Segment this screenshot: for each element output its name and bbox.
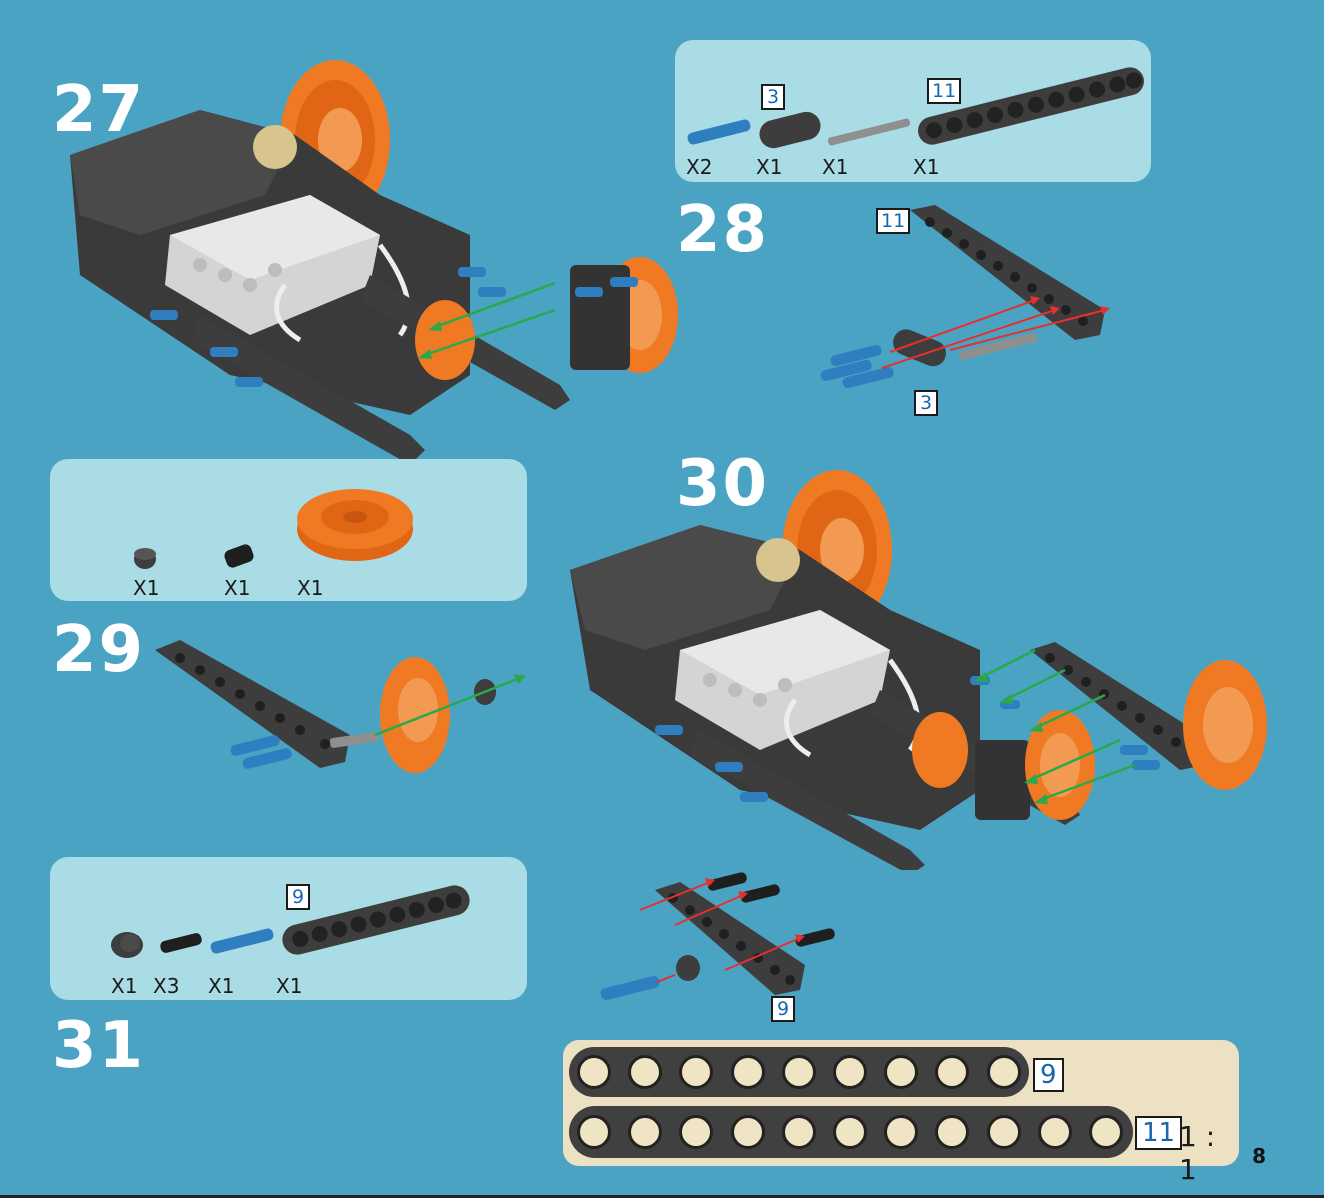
ruler-hole: [987, 1055, 1021, 1089]
step-28-beam-length-label-11: 11: [876, 208, 910, 234]
black-pin-quantity: X3: [153, 974, 179, 998]
ruler-hole: [782, 1115, 816, 1149]
beam-3-quantity: X1: [756, 155, 782, 179]
step-30-beam-length-label-9: 9: [771, 996, 795, 1022]
ruler-hole: [935, 1055, 969, 1089]
beam-9-quantity: X1: [276, 974, 302, 998]
ruler-hole: [884, 1055, 918, 1089]
ruler-beam-9: [569, 1047, 1029, 1097]
pin-quantity: X2: [686, 155, 712, 179]
ruler-hole: [577, 1115, 611, 1149]
beam-length-label-3: 3: [761, 84, 785, 110]
bush-quantity-31: X1: [111, 974, 137, 998]
step-number-31: 31: [52, 1014, 145, 1078]
ruler-hole: [1038, 1115, 1072, 1149]
ruler-hole: [833, 1055, 867, 1089]
step-29-parts-illustration: [50, 459, 527, 601]
ruler-length-label-9: 9: [1033, 1058, 1064, 1092]
ruler-hole: [884, 1115, 918, 1149]
ruler-hole: [577, 1055, 611, 1089]
ruler-hole: [987, 1115, 1021, 1149]
ruler-hole: [935, 1115, 969, 1149]
blue-pin-quantity: X1: [208, 974, 234, 998]
beam-11-quantity: X1: [913, 155, 939, 179]
beam-scale-ruler: 9 11 1 : 1: [563, 1040, 1239, 1166]
step-29-assembly-illustration: [150, 640, 530, 790]
scale-ratio: 1 : 1: [1179, 1120, 1239, 1186]
step-28-assembly-illustration: [810, 200, 1130, 410]
step-28-beam-length-label-3: 3: [914, 390, 938, 416]
ruler-hole: [782, 1055, 816, 1089]
ruler-hole: [628, 1055, 662, 1089]
beam-length-label-11: 11: [927, 78, 961, 104]
page-number: 8: [1252, 1144, 1266, 1168]
ruler-hole: [628, 1115, 662, 1149]
ruler-hole: [833, 1115, 867, 1149]
bush-quantity: X1: [133, 576, 159, 600]
wheel-quantity: X1: [297, 576, 323, 600]
ruler-hole: [731, 1115, 765, 1149]
step-number-29: 29: [52, 618, 145, 682]
ruler-hole: [679, 1115, 713, 1149]
ruler-length-label-11: 11: [1135, 1116, 1182, 1150]
ruler-hole: [679, 1055, 713, 1089]
ruler-hole: [731, 1055, 765, 1089]
step-30-chassis-illustration: [560, 470, 1280, 870]
step-31-beam-length-label-9: 9: [286, 884, 310, 910]
step-30-subassembly-illustration: [595, 860, 855, 1010]
ruler-hole: [1089, 1115, 1123, 1149]
connector-quantity: X1: [224, 576, 250, 600]
ruler-beam-11: [569, 1106, 1133, 1158]
axle-quantity: X1: [822, 155, 848, 179]
step-27-chassis-illustration: [50, 55, 700, 460]
